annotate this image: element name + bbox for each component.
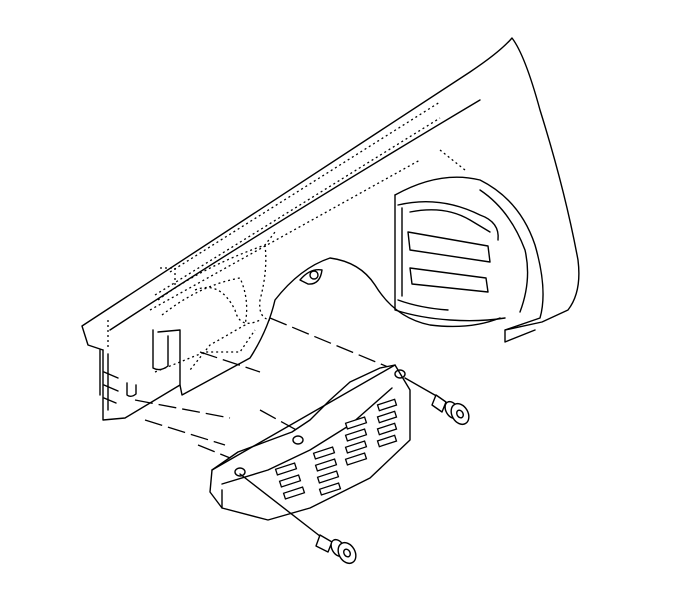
alignment-lines <box>134 317 401 463</box>
push-in-retainer-lower <box>239 473 357 565</box>
wheelhouse-liner <box>394 176 544 343</box>
fender-insulator-panel <box>209 364 411 521</box>
insulator-vent-slots <box>274 398 398 500</box>
fender-hidden-lines <box>107 101 466 373</box>
push-in-retainer-upper <box>404 377 470 426</box>
fender <box>81 37 580 421</box>
